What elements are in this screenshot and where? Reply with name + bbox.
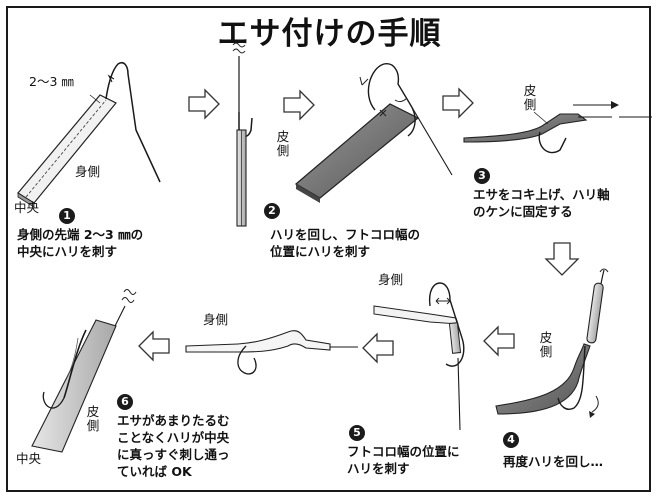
kawa-char: 皮 <box>86 404 100 419</box>
mi-gawa-label-1: 身側 <box>75 164 101 179</box>
step5-line1: フトコロ幅の位置に <box>347 444 460 459</box>
arrow-right-icon <box>188 88 220 120</box>
fish-hook-icon <box>105 62 161 183</box>
kawa-char: 皮 <box>539 330 553 345</box>
step5-caption: フトコロ幅の位置に ハリを刺す <box>347 443 460 477</box>
step1-line2: 中央にハリを刺す <box>17 244 118 259</box>
arrow-left-icon <box>483 325 515 357</box>
step5-line2: ハリを刺す <box>347 461 410 476</box>
arrow-right-icon <box>442 87 474 119</box>
gawa-char: 側 <box>276 143 290 158</box>
step-number-4: 4 <box>503 432 519 448</box>
step6-line2: ことなくハリが中央 <box>117 430 230 445</box>
step3-line2: のケンに固定する <box>473 204 573 219</box>
gawa-char: 側 <box>523 97 537 112</box>
measure-label: 2〜3 ㎜ <box>29 74 74 89</box>
gawa-char: 側 <box>539 344 553 359</box>
step1-line1: 身側の先端 2〜3 ㎜の <box>17 227 144 242</box>
step2-bait-strip <box>294 63 453 203</box>
mi-gawa-label-5b: 身側 <box>203 312 229 327</box>
kawa-gawa-label-2: 皮側 <box>276 130 290 158</box>
arrow-right-icon <box>283 89 315 121</box>
diagram-title: エサ付けの手順 <box>217 16 442 52</box>
step4-line1: 再度ハリを回し… <box>503 454 604 469</box>
step2-line1: ハリを回し、フトコロ幅の <box>270 227 421 242</box>
step-number-3: 3 <box>474 168 490 184</box>
step4-caption: 再度ハリを回し… <box>503 453 603 470</box>
arrow-left-icon <box>138 330 170 362</box>
gawa-char: 側 <box>86 418 100 433</box>
step2-caption: ハリを回し、フトコロ幅の 位置にハリを刺す <box>270 226 420 260</box>
arrow-left-icon <box>362 332 394 364</box>
step6-caption: エサがあまりたるむ ことなくハリが中央 に真っすぐ刺し通っ ていれば OK <box>117 412 230 480</box>
chuou-label-6: 中央 <box>16 451 42 466</box>
step-number-1: 1 <box>59 208 75 224</box>
step6-finished-bait <box>31 289 137 453</box>
step6-line3: に真っすぐ刺し通っ <box>117 447 230 462</box>
diagram-frame <box>6 6 651 492</box>
step2-hook-with-bait <box>232 42 253 227</box>
step-number-2: 2 <box>264 203 280 219</box>
kawa-gawa-label-3: 皮側 <box>523 84 537 112</box>
step3-caption: エサをコキ上げ、ハリ軸 のケンに固定する <box>473 186 610 220</box>
step6-line4: ていれば OK <box>117 464 192 479</box>
kawa-char: 皮 <box>523 83 537 98</box>
measure-mark <box>89 94 101 104</box>
mi-gawa-label-5: 身側 <box>378 272 404 287</box>
step5-bait-folded <box>185 330 358 375</box>
arrow-down-icon <box>544 242 580 276</box>
kawa-gawa-label-4: 皮側 <box>539 331 553 359</box>
kawa-gawa-label-6: 皮側 <box>86 405 100 433</box>
step3-bait-slid-up <box>463 101 619 154</box>
step3-line1: エサをコキ上げ、ハリ軸 <box>473 187 610 202</box>
step1-bait <box>17 94 117 208</box>
step-number-5: 5 <box>349 425 365 441</box>
step-number-6: 6 <box>117 394 133 410</box>
step6-line1: エサがあまりたるむ <box>117 413 230 428</box>
kawa-char: 皮 <box>276 129 290 144</box>
step1-caption: 身側の先端 2〜3 ㎜の 中央にハリを刺す <box>17 226 143 260</box>
step4-hook-turn <box>495 268 609 418</box>
step2-line2: 位置にハリを刺す <box>270 244 371 259</box>
chuou-label-1: 中央 <box>14 200 40 215</box>
step5-hook <box>373 282 465 431</box>
